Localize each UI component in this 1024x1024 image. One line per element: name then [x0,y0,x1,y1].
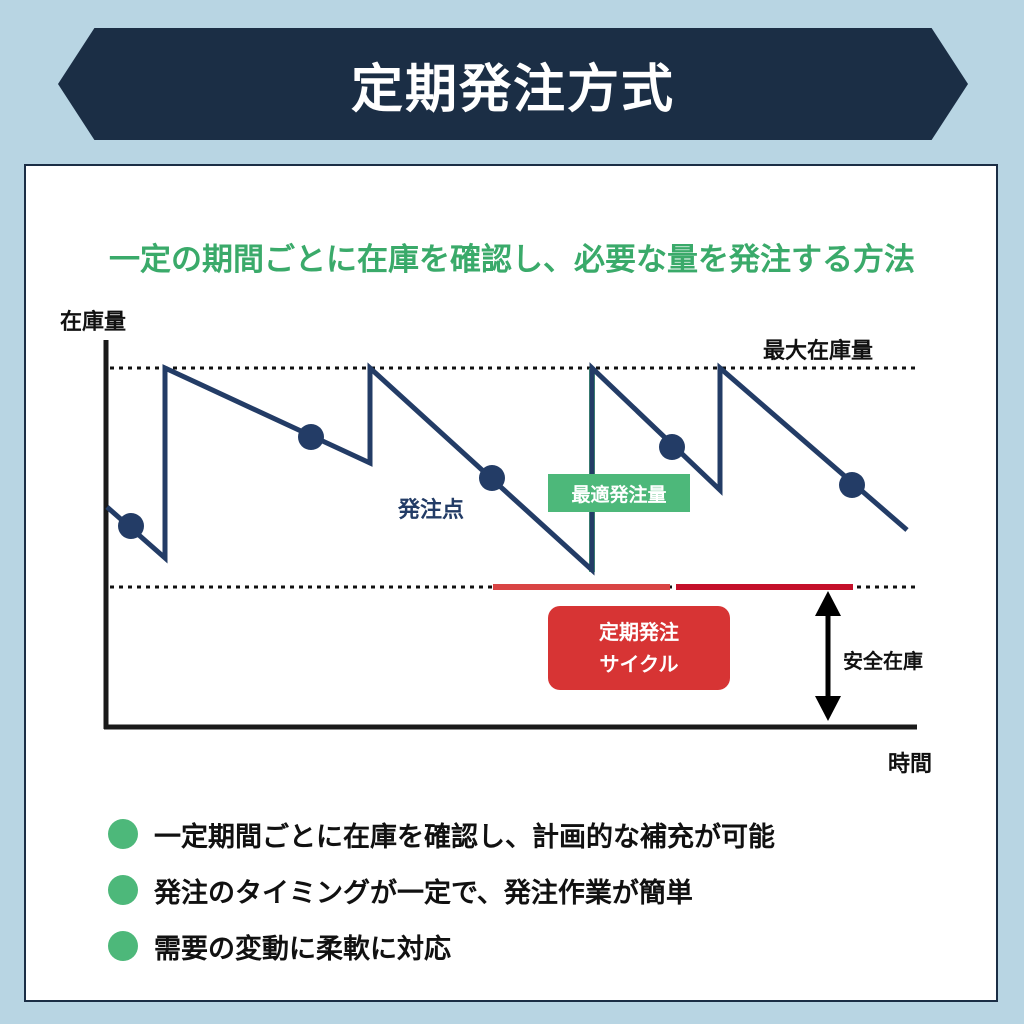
reorder-point [659,434,685,460]
reorder-point [479,465,505,491]
cycle-label-line2: サイクル [599,652,679,676]
list-item-text: 発注のタイミングが一定で、発注作業が簡単 [154,877,693,909]
subtitle: 一定の期間ごとに在庫を確認し、必要な量を発注する方法 [109,242,915,278]
page-title: 定期発注方式 [350,59,675,120]
reorder-point [118,513,144,539]
list-item-text: 需要の変動に柔軟に対応 [154,933,451,965]
inventory-line [105,362,909,576]
reorder-point [298,424,324,450]
content-panel [24,164,998,1002]
list-item-text: 一定期間ごとに在庫を確認し、計画的な補充が可能 [154,821,775,853]
max-stock-label: 最大在庫量 [763,339,874,364]
list-item: 需要の変動に柔軟に対応 [108,918,775,974]
bullet-icon [108,875,138,905]
x-axis-label: 時間 [888,752,933,777]
reorder-point [839,472,865,498]
list-item: 一定期間ごとに在庫を確認し、計画的な補充が可能 [108,806,775,862]
order-cycle-box: 定期発注 サイクル [548,606,730,690]
list-item: 発注のタイミングが一定で、発注作業が簡単 [108,862,775,918]
cycle-label-line1: 定期発注 [599,620,679,644]
title-banner: 定期発注方式 [58,28,968,140]
arrow-down-icon [815,696,841,721]
y-axis-label: 在庫量 [60,310,127,335]
feature-list: 一定期間ごとに在庫を確認し、計画的な補充が可能 発注のタイミングが一定で、発注作… [108,806,775,974]
optimal-order-label: 最適発注量 [548,474,690,512]
safety-stock-label: 安全在庫 [843,649,923,673]
arrow-up-icon [815,591,841,616]
bullet-icon [108,819,138,849]
bullet-icon [108,931,138,961]
reorder-point-label: 発注点 [398,498,465,523]
